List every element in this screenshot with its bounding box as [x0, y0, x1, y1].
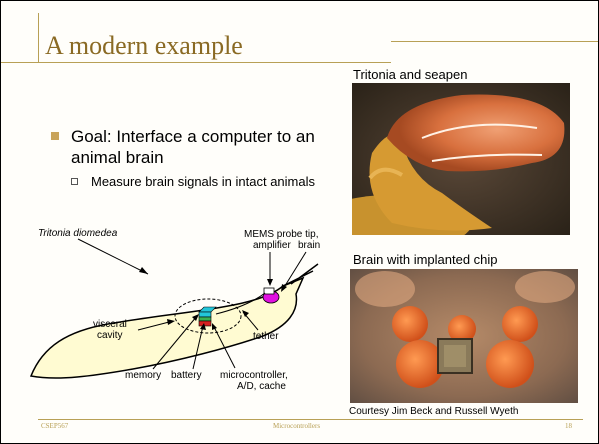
probe-amplifier-icon: [264, 288, 274, 294]
page-number: 18: [565, 422, 572, 430]
tritonia-implant-diagram: Tritonia diomedea MEMS probe tip, amplif…: [13, 226, 333, 396]
footer-rule: [38, 419, 583, 420]
probe-label-line2: amplifier: [253, 240, 291, 251]
photo-credit: Courtesy Jim Beck and Russell Wyeth: [349, 406, 518, 417]
bullet-goal: Goal: Interface a computer to an animal …: [51, 126, 321, 168]
photo-bottom-caption: Brain with implanted chip: [353, 252, 498, 267]
photo-top-caption: Tritonia and seapen: [353, 67, 467, 82]
species-label: Tritonia diomedea: [38, 228, 118, 239]
bullet-list: Goal: Interface a computer to an animal …: [51, 126, 321, 190]
slide-title: A modern example: [45, 31, 243, 61]
footer-course: CSEP567: [41, 422, 68, 430]
tether-label: tether: [253, 331, 279, 342]
visceral-label: visceral: [93, 319, 127, 330]
brain-chip-photo: [350, 269, 578, 403]
memory-label: memory: [125, 370, 161, 381]
square-bullet-icon: [51, 132, 59, 140]
title-rule-right: [391, 41, 598, 42]
title-rule-vertical: [38, 13, 39, 63]
tritonia-seapen-photo: [352, 83, 570, 235]
footer-topic: Microcontrollers: [273, 422, 320, 430]
probe-label: MEMS probe tip,: [244, 229, 318, 240]
battery-label: battery: [171, 370, 202, 381]
slug-body-outline: [31, 278, 303, 378]
bullet-goal-text: Goal: Interface a computer to an animal …: [71, 127, 315, 167]
micro-label: microcontroller,: [220, 370, 288, 381]
visceral-label-line2: cavity: [97, 330, 123, 341]
bullet-measure: Measure brain signals in intact animals: [51, 174, 321, 190]
brain-label: brain: [298, 240, 320, 251]
hollow-square-bullet-icon: [71, 178, 78, 185]
micro-label-line2: A/D, cache: [237, 381, 286, 392]
title-rule-horizontal: [1, 62, 391, 63]
bullet-measure-text: Measure brain signals in intact animals: [91, 174, 315, 189]
